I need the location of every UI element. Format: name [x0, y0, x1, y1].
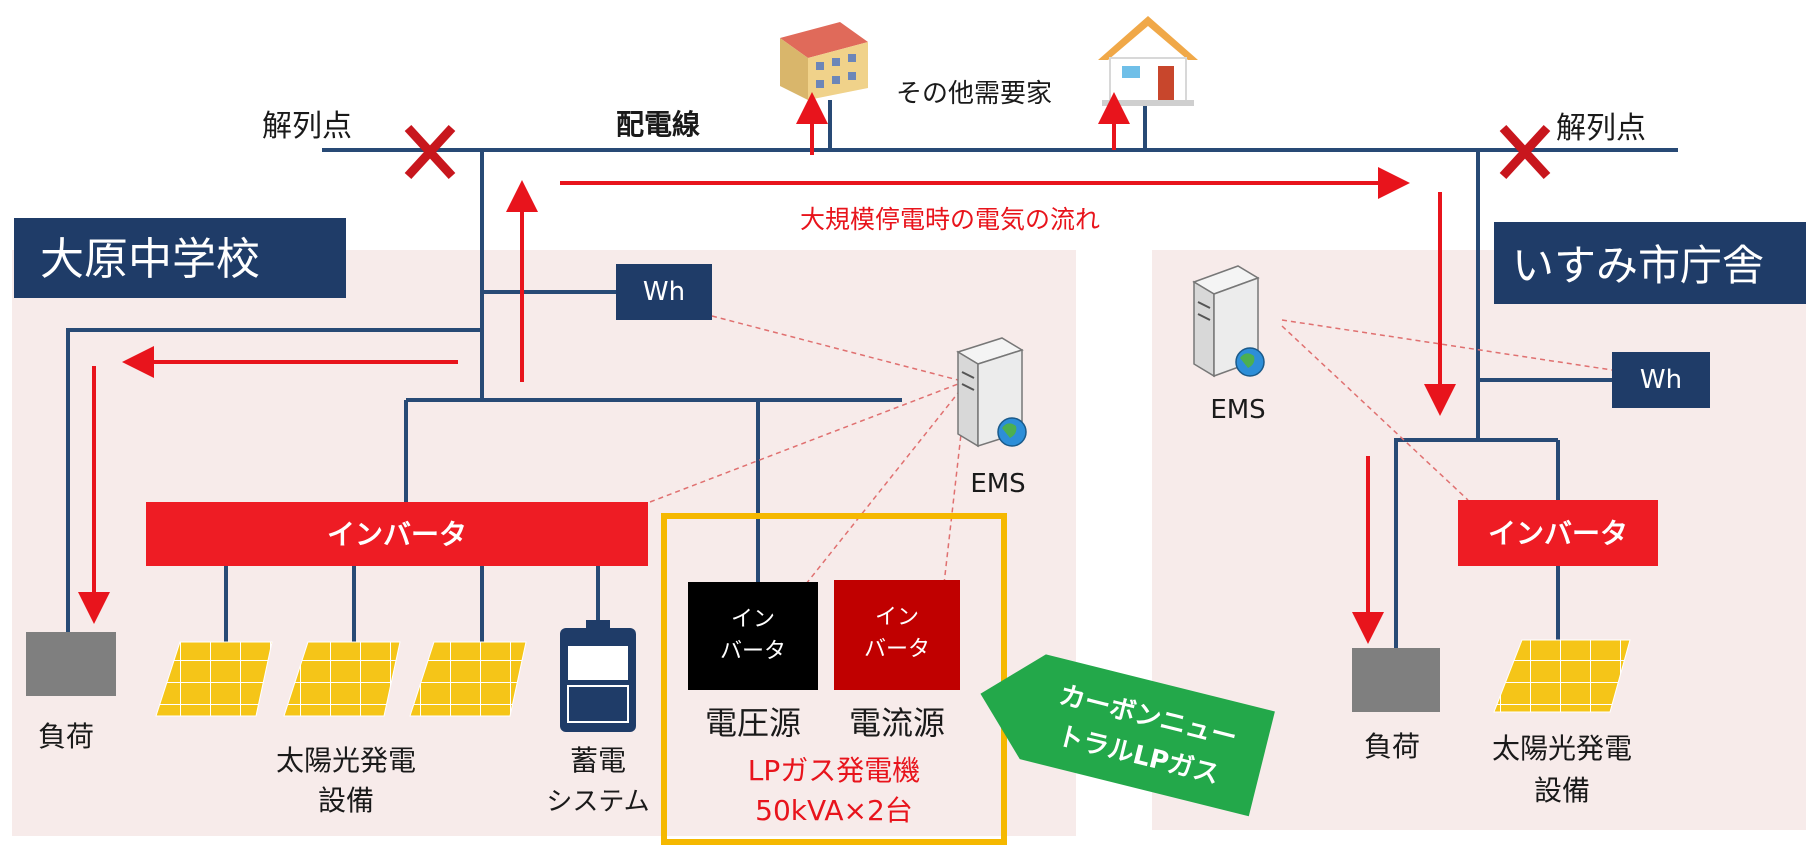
current-inverter-label-2: バータ [864, 637, 930, 662]
school-title: 大原中学校 [40, 234, 260, 285]
school-solar-panel-icon [283, 641, 401, 717]
school-solar-label-1: 太陽光発電 [276, 744, 416, 777]
school-load-box [26, 632, 116, 696]
house-icon [1098, 16, 1198, 150]
city-hall-load-box [1352, 648, 1440, 712]
school-solar-label-2: 設備 [318, 784, 374, 817]
city-hall-wiring [1394, 150, 1612, 648]
school-meter-box [616, 264, 712, 320]
lp-generator-frame [661, 513, 1007, 845]
blackout-flow-label: 大規模停電時の電気の流れ [800, 205, 1100, 234]
school-meter-label: Wh [643, 277, 685, 307]
city-hall-solar-panel-icon [1493, 639, 1631, 713]
school-ems-server-icon [956, 337, 1027, 448]
city-hall-ems-label: EMS [1210, 395, 1265, 425]
voltage-source-label: 電圧源 [705, 704, 801, 742]
city-hall-solar-label-1: 太陽光発電 [1492, 732, 1632, 765]
school-inverter-label: インバータ [327, 518, 467, 551]
generator-label-1: LPガス発電機 [748, 754, 921, 787]
current-source-label: 電流源 [849, 704, 945, 742]
city-hall-meter-label: Wh [1640, 365, 1682, 395]
carbon-neutral-badge: カーボンニュー トラルLPガス [980, 654, 1275, 817]
city-hall-ems-server-icon [1192, 265, 1265, 378]
school-wiring [66, 150, 902, 642]
voltage-source-inverter [688, 582, 818, 690]
disconnect-right-label: 解列点 [1556, 111, 1646, 146]
city-hall-inverter-label: インバータ [1488, 517, 1628, 550]
city-hall-comm-lines [1281, 319, 1613, 501]
distribution-line-label: 配電線 [616, 108, 700, 141]
generator-label-2: 50kVA×2台 [755, 794, 913, 827]
city-hall-title: いすみ市庁舎 [1512, 241, 1764, 290]
apartment-building-icon [780, 22, 868, 150]
disconnect-left-label: 解列点 [262, 109, 352, 144]
school-inverter [146, 502, 648, 566]
current-source-inverter [834, 580, 960, 690]
other-consumers-label: その他需要家 [896, 79, 1052, 109]
city-hall-solar-label-2: 設備 [1534, 774, 1590, 807]
school-solar-panel-icon [155, 641, 273, 717]
school-ems-label: EMS [970, 469, 1025, 499]
storage-label-2: システム [546, 787, 649, 817]
voltage-inverter-label-2: バータ [720, 639, 786, 664]
city-hall-inverter [1458, 500, 1658, 566]
disconnect-left-x-icon [404, 124, 456, 180]
city-hall-load-label: 負荷 [1364, 730, 1420, 763]
city-hall-meter-box [1612, 352, 1710, 408]
voltage-inverter-label-1: イン [731, 607, 775, 632]
school-load-label: 負荷 [38, 720, 94, 753]
city-hall-title-box [1494, 222, 1806, 304]
disconnect-right-x-icon [1499, 124, 1551, 180]
storage-label-1: 蓄電 [570, 744, 626, 777]
battery-icon [560, 620, 636, 732]
school-solar-panel-icon [409, 641, 527, 717]
current-inverter-label-1: イン [875, 605, 919, 630]
school-title-box [14, 218, 346, 298]
